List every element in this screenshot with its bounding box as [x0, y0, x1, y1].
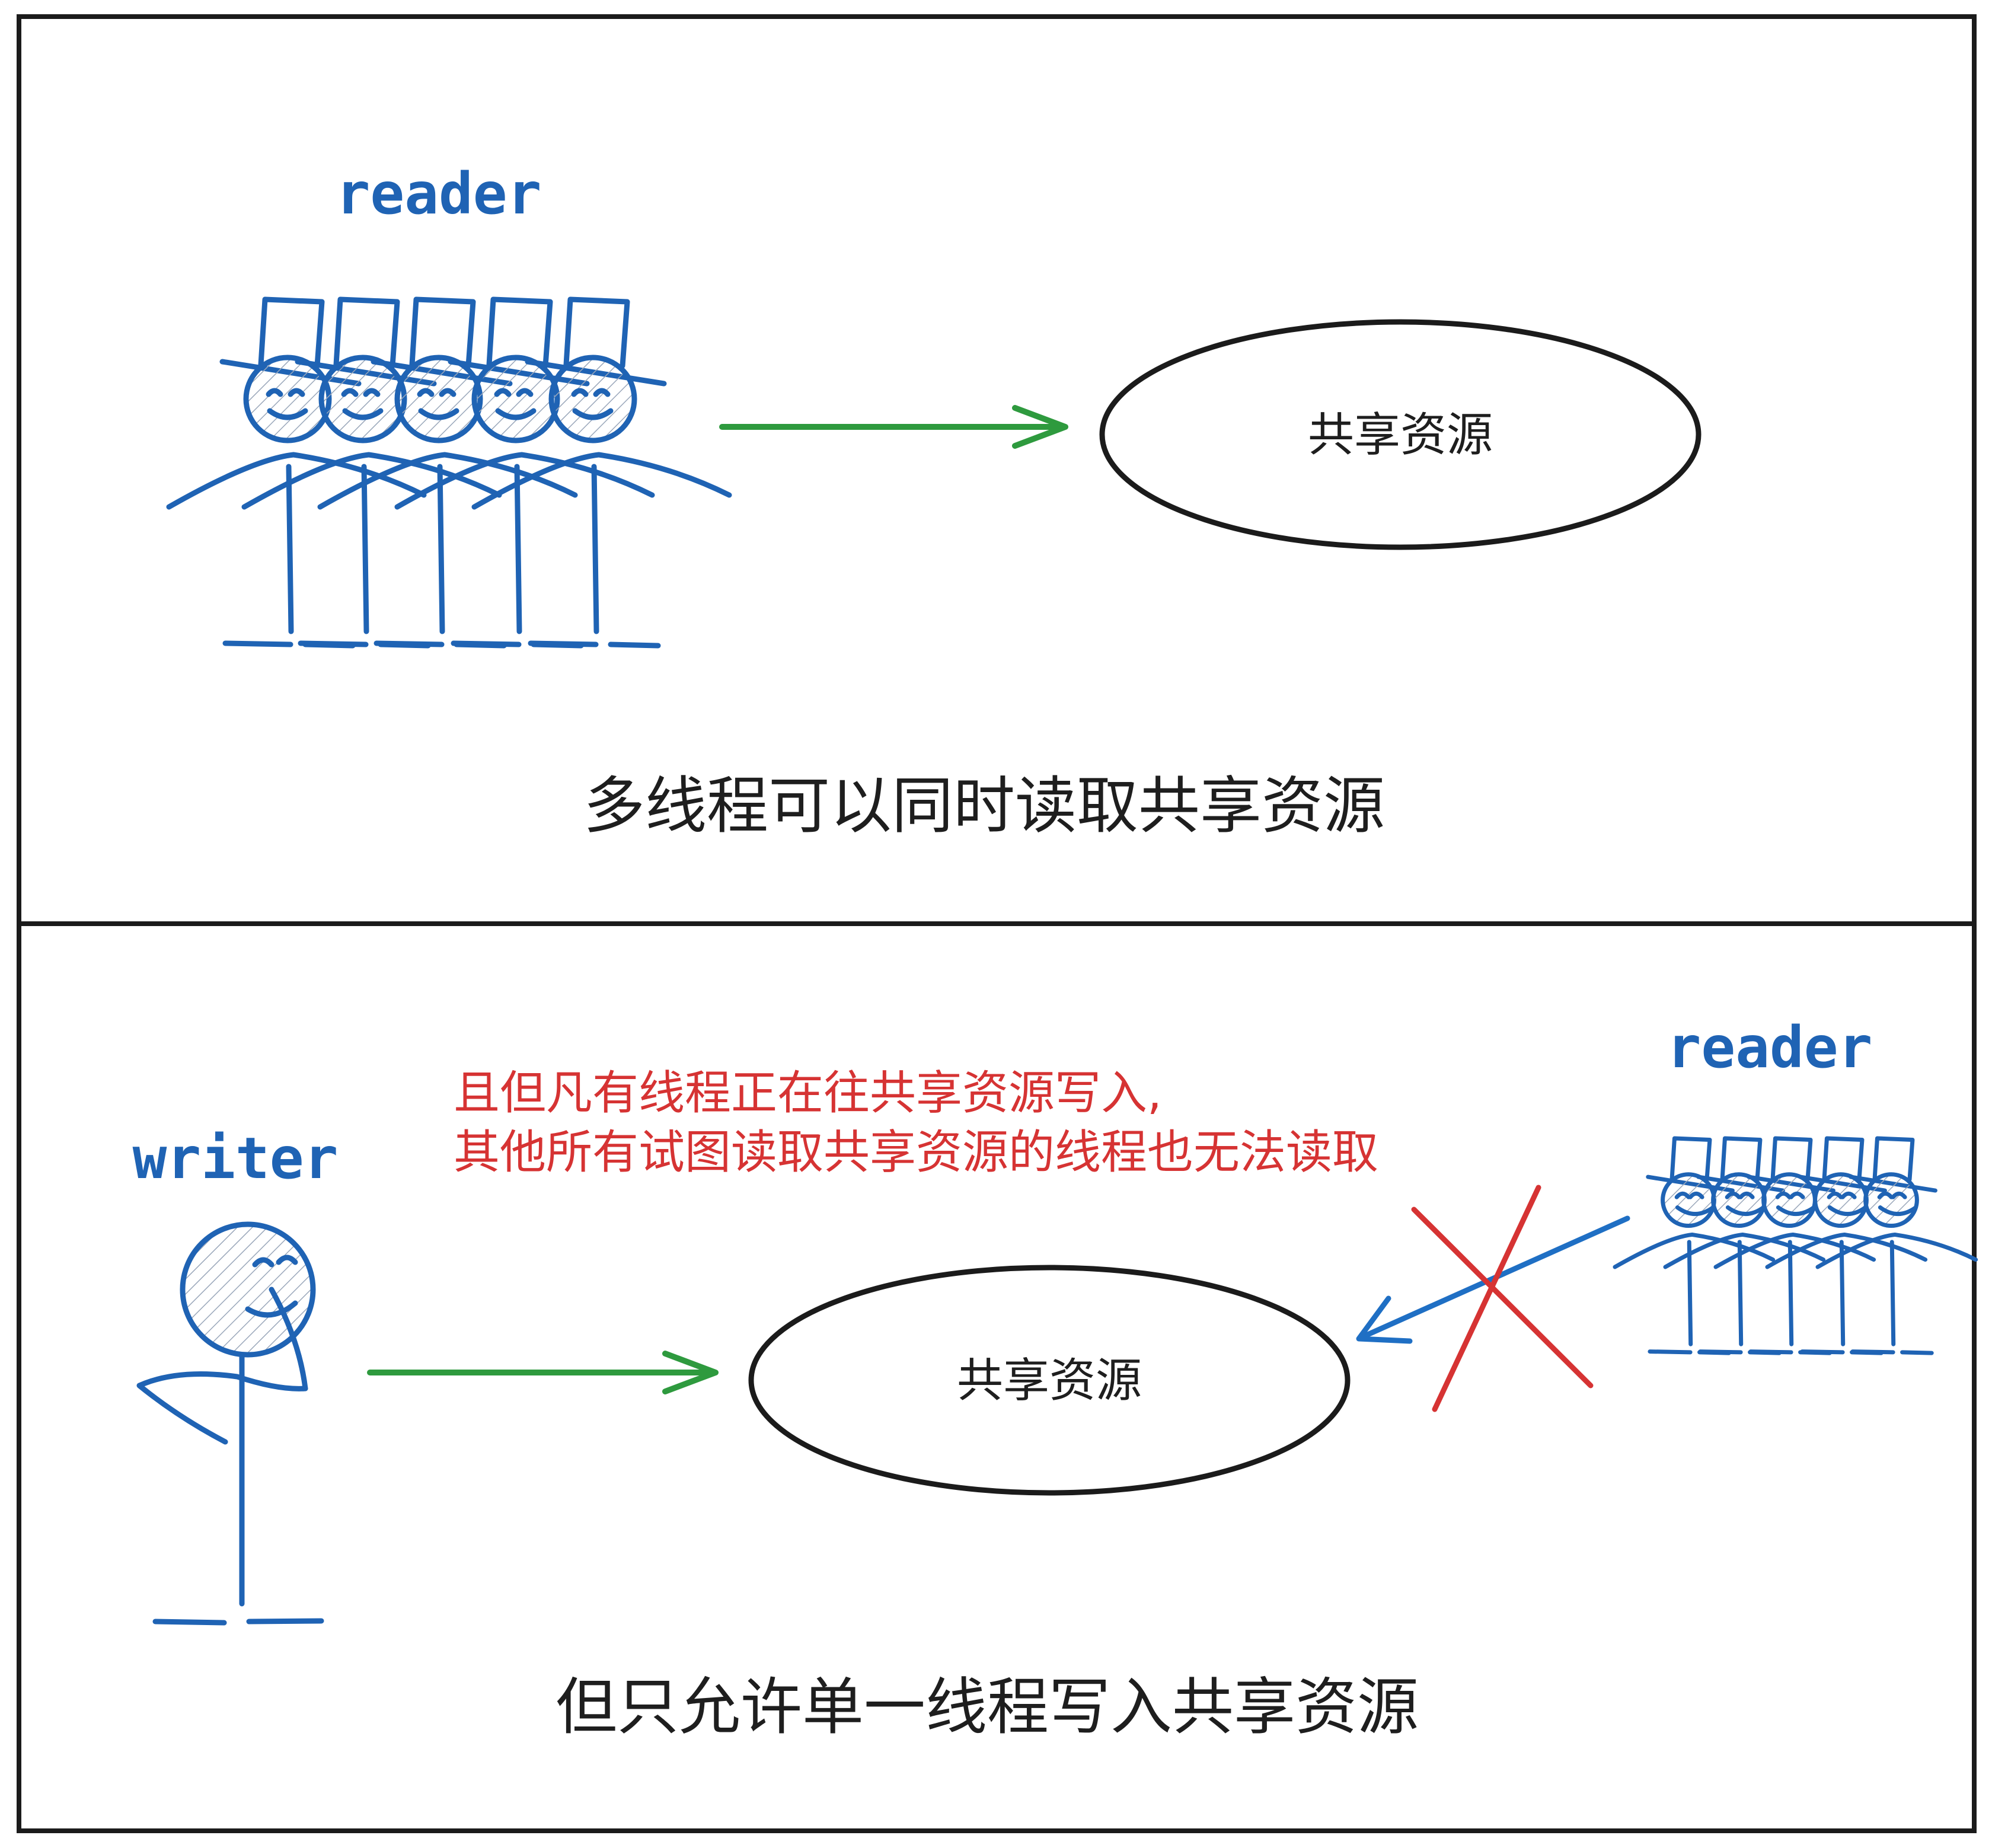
top-hat-figure-icon [1815, 1136, 1978, 1355]
writer-allowed-arrow [367, 1351, 719, 1394]
red-x-cross-icon [1411, 1185, 1594, 1412]
warning-line-2: 其他所有试图读取共享资源的线程也无法读取 [454, 1126, 1378, 1179]
bottom-caption: 但只允许单一线程写入共享资源 [556, 1671, 1419, 1743]
bottom-resource-label: 共享资源 [957, 1354, 1142, 1407]
top-hat-figure-icon [1613, 1136, 1776, 1355]
top-resource-label: 共享资源 [1308, 408, 1493, 462]
bottom-shared-resource [748, 1265, 1351, 1496]
bottom-reader-label: reader [1667, 1014, 1873, 1081]
bottom-panel-frame [17, 921, 1977, 1833]
top-hat-figure-icon [1765, 1136, 1928, 1355]
bottom-reader-group-icon [1613, 1136, 1978, 1355]
warning-line-1: 且但凡有线程正在往共享资源写入, [454, 1067, 1162, 1120]
top-shared-resource [1099, 319, 1702, 550]
top-reader-label: reader [336, 161, 542, 227]
top-hat-figure-icon [471, 296, 732, 649]
top-caption: 多线程可以同时读取共享资源 [583, 770, 1385, 842]
top-allowed-arrow [719, 405, 1068, 449]
writer-label: writer [133, 1125, 339, 1192]
top-reader-group-icon [166, 296, 732, 649]
writer-figure-icon [136, 1221, 324, 1626]
